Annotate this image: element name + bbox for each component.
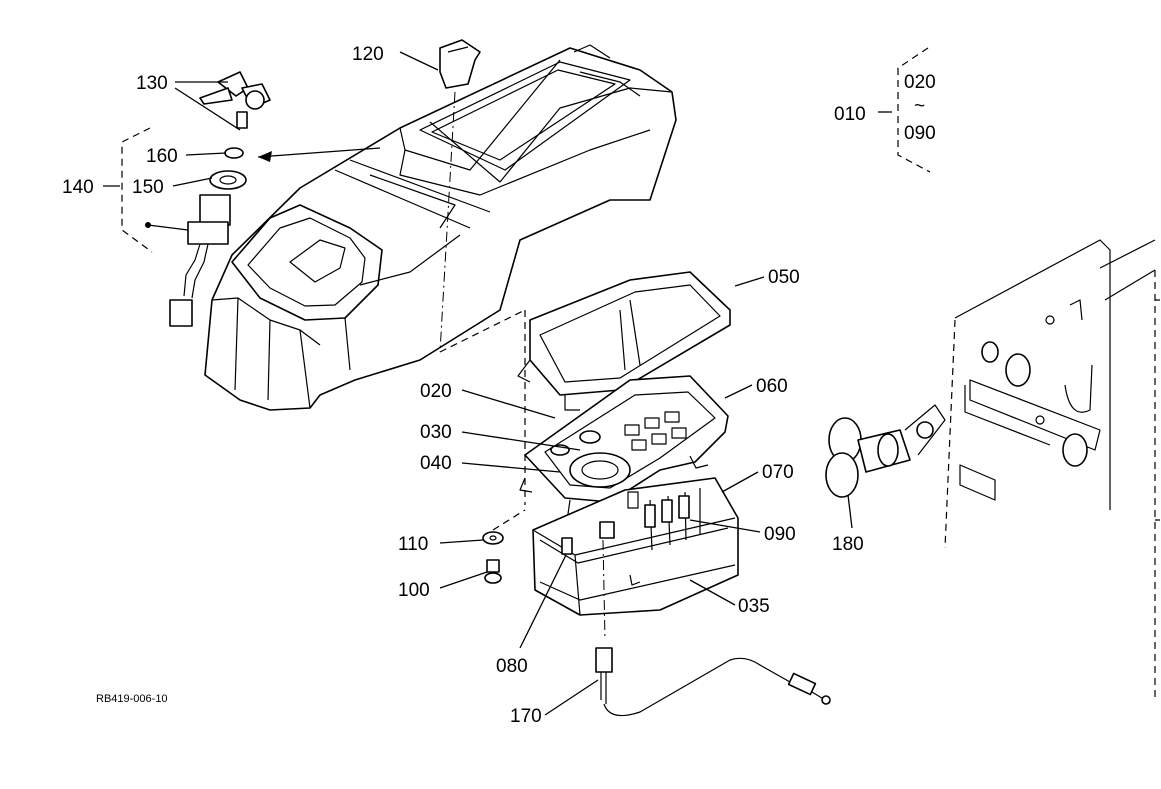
washer-and-screw [439, 309, 526, 584]
callout-090: 090 [764, 524, 796, 545]
callout-050: 050 [768, 267, 800, 288]
panel-part-060 [519, 375, 729, 516]
group-range-separator: ~ [914, 96, 925, 117]
callout-140: 140 [62, 177, 94, 198]
box-part-035 [532, 477, 739, 616]
assembly-bracket-140 [121, 127, 153, 253]
cab-frame [944, 239, 1160, 700]
socket-part-180 [825, 404, 946, 498]
callout-110: 110 [398, 534, 428, 555]
callout-160: 160 [146, 146, 178, 167]
group-bracket [878, 47, 931, 173]
callout-070: 070 [762, 462, 794, 483]
console-housing [204, 44, 677, 411]
group-range-from: 020 [904, 72, 936, 93]
lid-part-050 [517, 271, 731, 411]
callout-040: 040 [420, 453, 452, 474]
callout-060: 060 [756, 376, 788, 397]
group-range-to: 090 [904, 123, 936, 144]
callout-150: 150 [132, 177, 164, 198]
callout-130: 130 [136, 73, 168, 94]
callout-030: 030 [420, 422, 452, 443]
callout-120: 120 [352, 44, 384, 65]
cable-part-170 [595, 539, 831, 717]
diagram-reference-code: RB419-006-10 [96, 693, 168, 705]
callout-020: 020 [420, 381, 452, 402]
callout-170: 170 [510, 706, 542, 727]
callout-100: 100 [398, 580, 430, 601]
key-switch-parts [145, 71, 381, 327]
callout-180: 180 [832, 534, 864, 555]
group-code: 010 [834, 104, 866, 125]
callout-035: 035 [738, 596, 770, 617]
clip-part-120 [439, 39, 481, 353]
leader-lines [103, 51, 853, 716]
callout-080: 080 [496, 656, 528, 677]
